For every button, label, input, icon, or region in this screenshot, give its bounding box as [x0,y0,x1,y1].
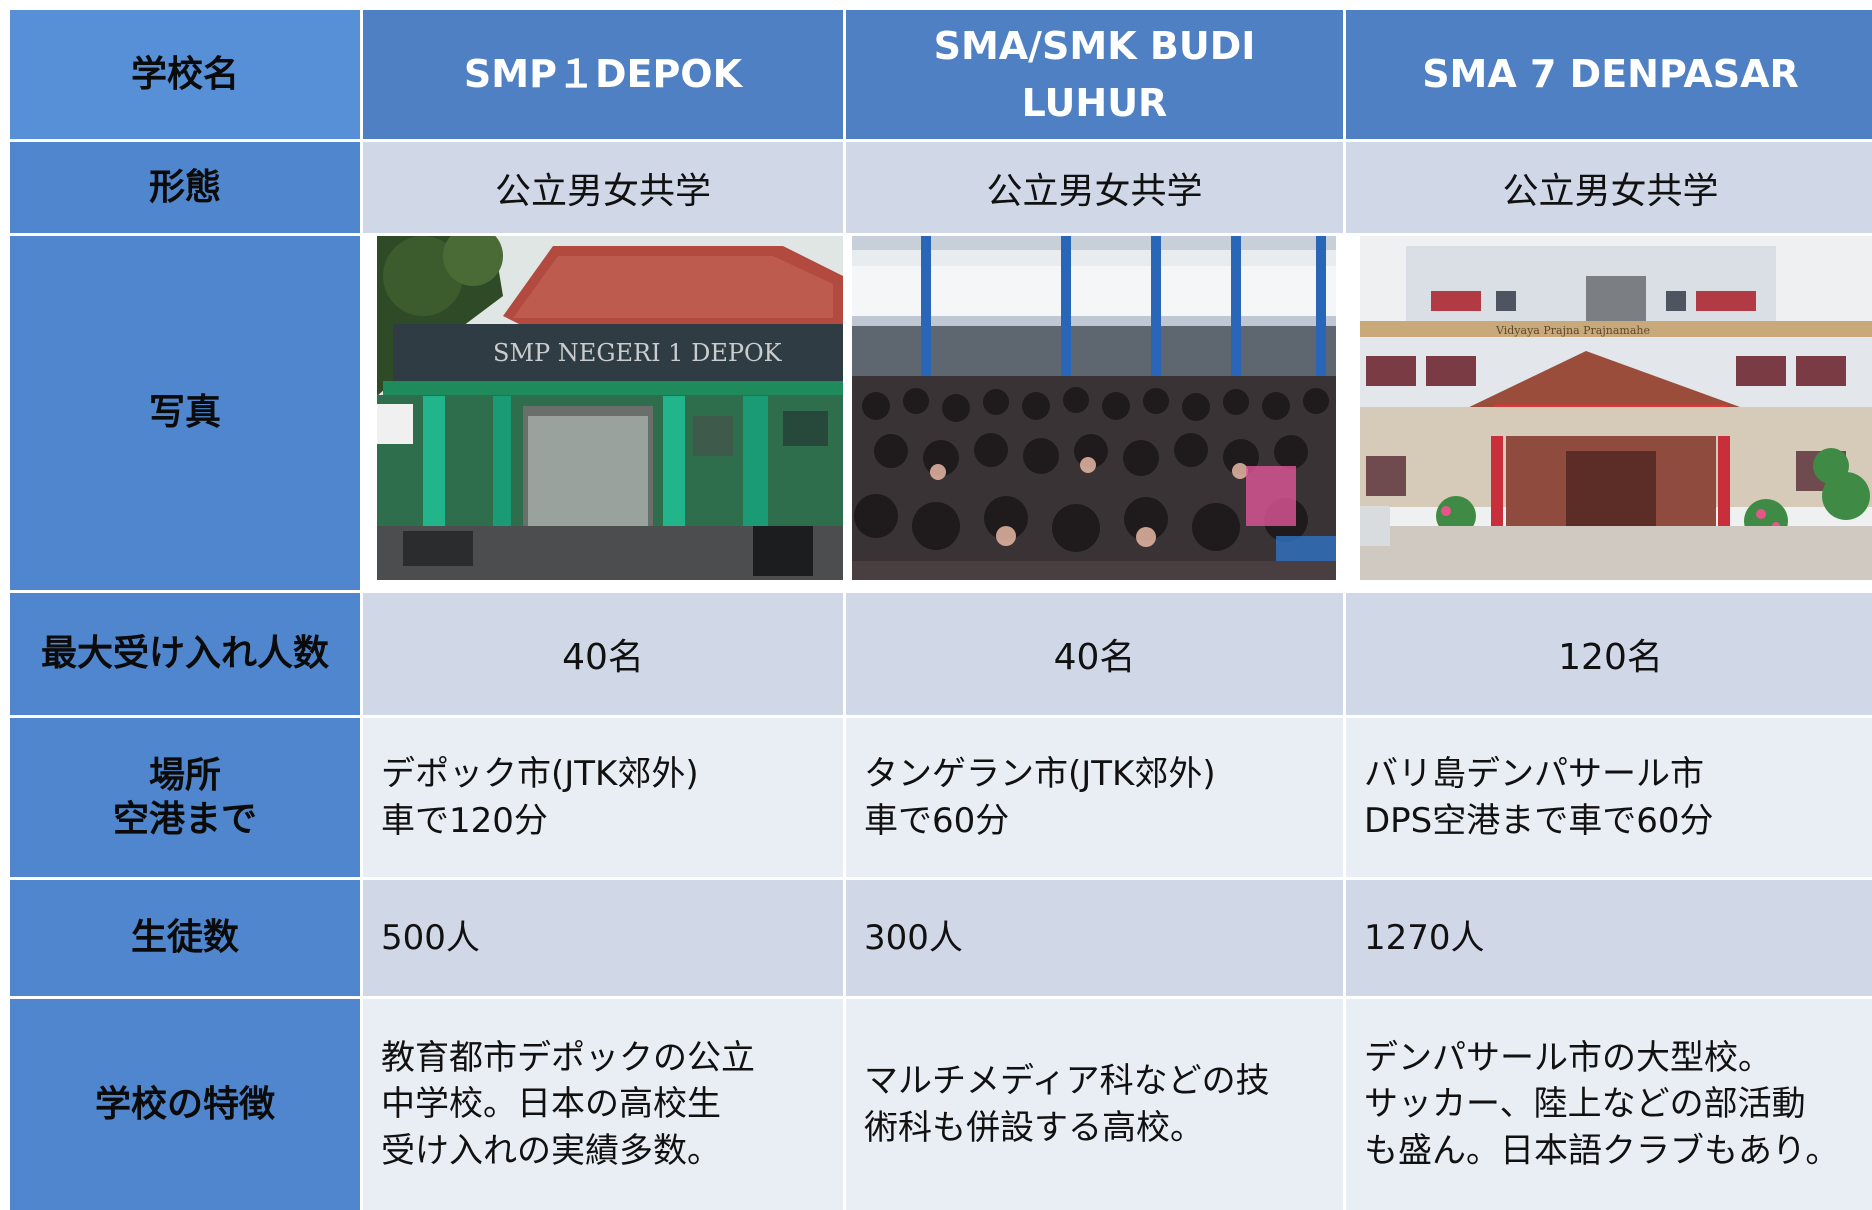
row-header-students: 生徒数 [10,880,360,996]
capacity-cell: 40名 [363,593,843,715]
students-cell: 500人 [363,880,843,996]
row-header-photo: 写真 [10,236,360,590]
header-budi-luhur: SMA/SMK BUDI LUHUR [846,10,1343,139]
photo-cell-sma7-denpasar: Vidyaya Prajna Prajnamahe [1346,236,1872,590]
features-cell: マルチメディア科などの技 術科も併設する高校。 [846,999,1343,1210]
type-cell: 公立男女共学 [1346,142,1872,233]
students-value: 300人 [864,917,963,958]
photo-cell-budi-luhur [846,236,1343,590]
students-cell: 300人 [846,880,1343,996]
students-value: 500人 [381,917,480,958]
type-value: 公立男女共学 [1502,170,1719,212]
capacity-cell: 40名 [846,593,1343,715]
students-cell: 1270人 [1346,880,1872,996]
capacity-value: 40名 [1053,637,1136,678]
students-value: 1270人 [1364,917,1485,958]
row-label-type: 形態 [148,166,221,208]
location-line: バリ島デンパサール市 [1364,754,1704,795]
location-cell: バリ島デンパサール市 DPS空港まで車で60分 [1346,718,1872,877]
features-cell: デンパサール市の大型校。 サッカー、陸上などの部活動 も盛ん。日本語クラブもあり… [1346,999,1872,1210]
location-line: デポック市(JTK郊外) [381,754,699,795]
type-cell: 公立男女共学 [363,142,843,233]
photo-budi-luhur-assembly [846,236,1343,580]
row-label-location-line2: 空港まで [112,798,257,840]
features-line: も盛ん。日本語クラブもあり。 [1364,1130,1840,1171]
features-line: 術科も併設する高校。 [864,1107,1204,1148]
school-name-budi-luhur: SMA/SMK BUDI LUHUR [933,23,1256,125]
location-line: 車で120分 [381,800,548,841]
features-line: 教育都市デポックの公立 [381,1038,755,1079]
header-school-name: 学校名 [10,10,360,139]
features-line: 中学校。日本の高校生 [381,1084,721,1125]
location-line: 車で60分 [864,800,1010,841]
capacity-value: 40名 [562,637,644,678]
row-label-location-line1: 場所 [148,754,221,796]
row-header-features: 学校の特徴 [10,999,360,1210]
location-cell: デポック市(JTK郊外) 車で120分 [363,718,843,877]
location-value: デポック市(JTK郊外) 車で120分 [381,751,699,843]
building-signboard-text: Vidyaya Prajna Prajnamahe [1495,324,1650,337]
row-label-photo: 写真 [148,392,221,434]
header-school-name-label: 学校名 [130,53,239,95]
features-value: 教育都市デポックの公立 中学校。日本の高校生 受け入れの実績多数。 [381,1035,755,1174]
location-line: タンゲラン市(JTK郊外) [864,754,1216,795]
features-cell: 教育都市デポックの公立 中学校。日本の高校生 受け入れの実績多数。 [363,999,843,1210]
row-label-location: 場所 空港まで [113,754,257,842]
location-cell: タンゲラン市(JTK郊外) 車で60分 [846,718,1343,877]
location-line: DPS空港まで車で60分 [1364,800,1714,841]
capacity-value: 120名 [1558,637,1663,678]
features-line: サッカー、陸上などの部活動 [1364,1084,1806,1125]
row-header-type: 形態 [10,142,360,233]
header-sma7-denpasar: SMA 7 DENPASAR [1346,10,1872,139]
row-label-capacity: 最大受け入れ人数 [40,633,329,675]
features-line: マルチメディア科などの技 [864,1061,1270,1102]
location-value: バリ島デンパサール市 DPS空港まで車で60分 [1364,751,1714,843]
row-header-location: 場所 空港まで [10,718,360,877]
row-header-capacity: 最大受け入れ人数 [10,593,360,715]
type-cell: 公立男女共学 [846,142,1343,233]
school-name-smp1-depok: SMP１DEPOK [463,52,743,96]
type-value: 公立男女共学 [986,170,1203,212]
photo-sma7-denpasar-building: Vidyaya Prajna Prajnamahe [1346,236,1872,580]
photo-smp1-depok-gate: SMP NEGERI 1 DEPOK [363,236,843,580]
capacity-cell: 120名 [1346,593,1872,715]
type-value: 公立男女共学 [494,170,711,212]
features-value: デンパサール市の大型校。 サッカー、陸上などの部活動 も盛ん。日本語クラブもあり… [1364,1035,1839,1174]
location-value: タンゲラン市(JTK郊外) 車で60分 [864,751,1216,843]
row-label-features: 学校の特徴 [94,1083,275,1125]
features-line: 受け入れの実績多数。 [381,1130,721,1171]
header-smp1-depok: SMP１DEPOK [363,10,843,139]
features-line: デンパサール市の大型校。 [1364,1038,1772,1079]
school-name-sma7-denpasar: SMA 7 DENPASAR [1422,52,1799,96]
school-comparison-table: 学校名 SMP１DEPOK SMA/SMK BUDI LUHUR SMA 7 D… [10,10,1872,1210]
gate-signboard-text: SMP NEGERI 1 DEPOK [493,339,783,367]
features-value: マルチメディア科などの技 術科も併設する高校。 [864,1058,1270,1150]
row-label-students: 生徒数 [130,917,239,959]
photo-cell-smp1-depok: SMP NEGERI 1 DEPOK [363,236,843,590]
